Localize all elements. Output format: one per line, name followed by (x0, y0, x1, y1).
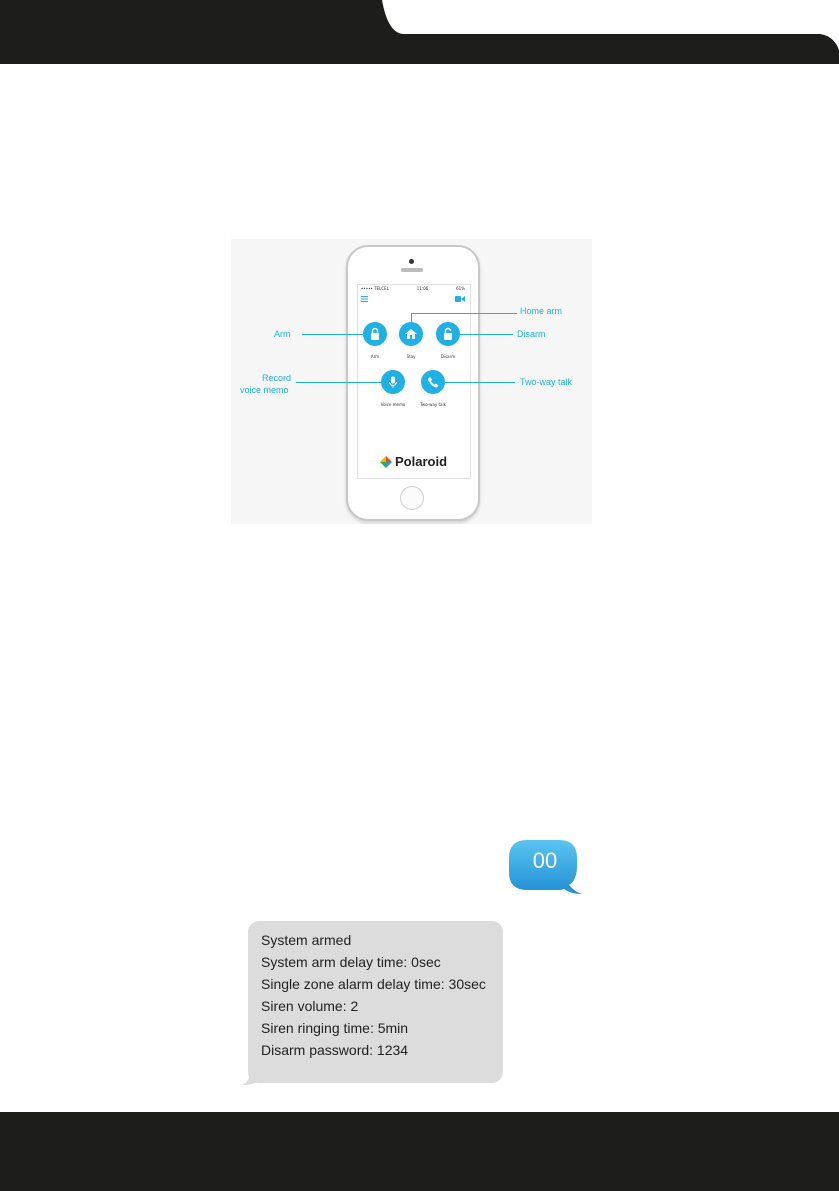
disarm-button[interactable] (436, 322, 460, 346)
brand-name: Polaroid (395, 454, 447, 469)
message-line: System armed (261, 929, 486, 951)
home-arm-callout: Home arm (520, 306, 562, 316)
clock-label: 11:06 (417, 286, 429, 291)
message-line: System arm delay time: 0sec (261, 951, 486, 973)
message-line: Single zone alarm delay time: 30sec (261, 973, 486, 995)
status-bar: ••••• TELCEL 11:06 61% (361, 284, 465, 292)
stay-button-label: Stay (391, 354, 431, 359)
footer-bar (0, 1112, 839, 1191)
header-bar (0, 0, 839, 64)
voice-memo-button[interactable] (381, 370, 405, 394)
arm-callout-line (302, 334, 363, 335)
stay-button[interactable] (399, 322, 423, 346)
arm-callout: Arm (274, 329, 291, 339)
disarm-button-label: Disarm (428, 354, 468, 359)
lock-icon (368, 327, 382, 341)
disarm-callout-line (460, 334, 513, 335)
reply-bubble-tail (242, 1070, 262, 1086)
polaroid-mark-icon (380, 456, 392, 468)
disarm-callout: Disarm (517, 329, 546, 339)
two-way-talk-callout: Two-way talk (520, 377, 572, 387)
carrier-label: ••••• TELCEL (361, 286, 389, 291)
message-line: Disarm password: 1234 (261, 1039, 486, 1061)
unlock-icon (441, 327, 455, 341)
menu-icon[interactable] (361, 296, 368, 302)
message-line: Siren volume: 2 (261, 995, 486, 1017)
camera-dot (409, 259, 414, 264)
reply-message-text: System armed System arm delay time: 0sec… (261, 929, 486, 1061)
sms-code-text: 00 (511, 848, 579, 874)
battery-label: 61% (456, 286, 465, 291)
voice-memo-button-label: Voice memo (373, 402, 413, 407)
video-camera-icon[interactable] (455, 296, 465, 302)
arm-button[interactable] (363, 322, 387, 346)
record-callout-line (296, 382, 381, 383)
arm-button-label: Arm (355, 354, 395, 359)
home-arm-callout-line-h (411, 313, 517, 314)
two-way-talk-button[interactable] (421, 370, 445, 394)
phone-icon (426, 375, 440, 389)
polaroid-logo: Polaroid (380, 454, 447, 469)
record-callout-line1: Record (262, 373, 291, 383)
record-callout-line2: voice memo (240, 385, 289, 395)
message-line: Siren ringing time: 5min (261, 1017, 486, 1039)
speaker-grille (401, 268, 423, 272)
two-way-talk-callout-line (445, 382, 515, 383)
microphone-icon (386, 375, 400, 389)
home-button (400, 486, 424, 510)
home-arm-callout-line-v (411, 313, 412, 322)
home-icon (404, 327, 418, 341)
two-way-talk-button-label: Two-way talk (413, 402, 453, 407)
